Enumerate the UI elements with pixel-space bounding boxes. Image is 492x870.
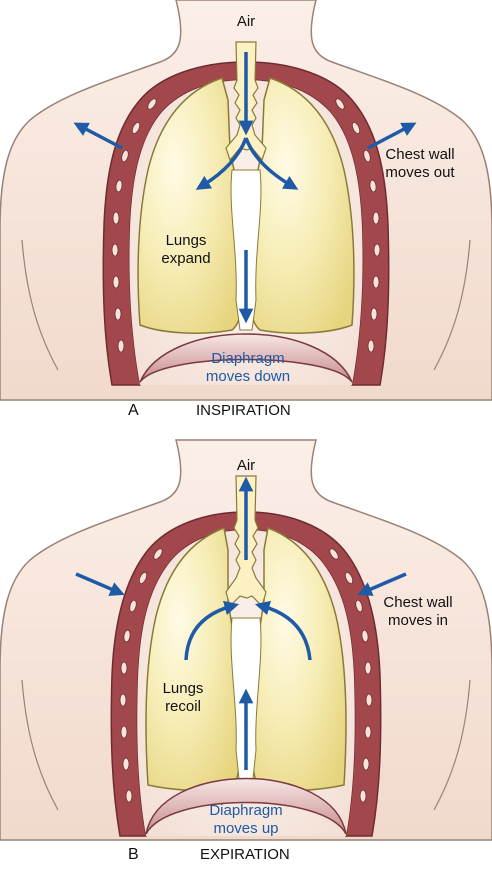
diaphragm-b	[145, 777, 347, 835]
arm-crease-left-a	[21, 239, 59, 371]
chest-wall-line1-a: Chest wall	[385, 146, 455, 163]
panel-letter-b: B	[128, 846, 139, 863]
lungs-line1-a: Lungs	[165, 232, 207, 249]
lungs-line1-b: Lungs	[162, 680, 204, 697]
chest-wall-label-a: Chest wall moves out	[385, 146, 454, 182]
panel-b-expiration	[0, 439, 492, 841]
lungs-line2-a: expand	[161, 250, 211, 267]
diaphragm-label-b: Diaphragm moves up	[209, 802, 282, 838]
diaphragm-line1-a: Diaphragm	[211, 350, 285, 367]
chest-out-right-arrow	[367, 122, 417, 150]
bronchus-left-arrow	[195, 137, 248, 190]
bronchus-right-arrow	[244, 137, 299, 190]
arm-crease-right-a	[433, 239, 471, 371]
lungs-line2-b: recoil	[165, 698, 201, 715]
chest-out-left-arrow	[73, 122, 123, 150]
chest-wall-line2-a: moves out	[385, 164, 455, 181]
air-label-a: Air	[236, 13, 256, 30]
chest-in-left-arrow	[75, 572, 125, 596]
rib-slots-a	[111, 98, 381, 353]
recoil-right-arrow	[254, 600, 312, 661]
arm-crease-right-b	[433, 679, 471, 811]
chest-wall-label-b: Chest wall moves in	[383, 594, 452, 630]
diaphragm-a	[139, 333, 353, 383]
arrows-a	[73, 52, 417, 324]
chest-wall-line2-b: moves in	[387, 612, 449, 629]
phase-title-a: INSPIRATION	[196, 402, 291, 419]
diaphragm-line2-b: moves up	[213, 820, 279, 837]
panel-letter-a: A	[128, 402, 139, 419]
air-label-b: Air	[236, 457, 256, 474]
diaphragm-line1-b: Diaphragm	[209, 802, 283, 819]
chest-wall-line1-b: Chest wall	[383, 594, 453, 611]
chest-in-right-arrow	[357, 572, 407, 596]
phase-title-b: EXPIRATION	[200, 846, 290, 863]
diaphragm-line2-a: moves down	[205, 368, 291, 385]
arm-crease-left-b	[21, 679, 59, 811]
lungs-label-a: Lungs expand	[161, 232, 210, 268]
recoil-left-arrow	[184, 600, 240, 661]
lungs-label-b: Lungs recoil	[163, 680, 204, 716]
diaphragm-label-a: Diaphragm moves down	[206, 350, 290, 386]
rib-slots-b	[119, 548, 373, 803]
panel-a-inspiration	[0, 0, 492, 401]
arrows-b	[75, 476, 407, 770]
